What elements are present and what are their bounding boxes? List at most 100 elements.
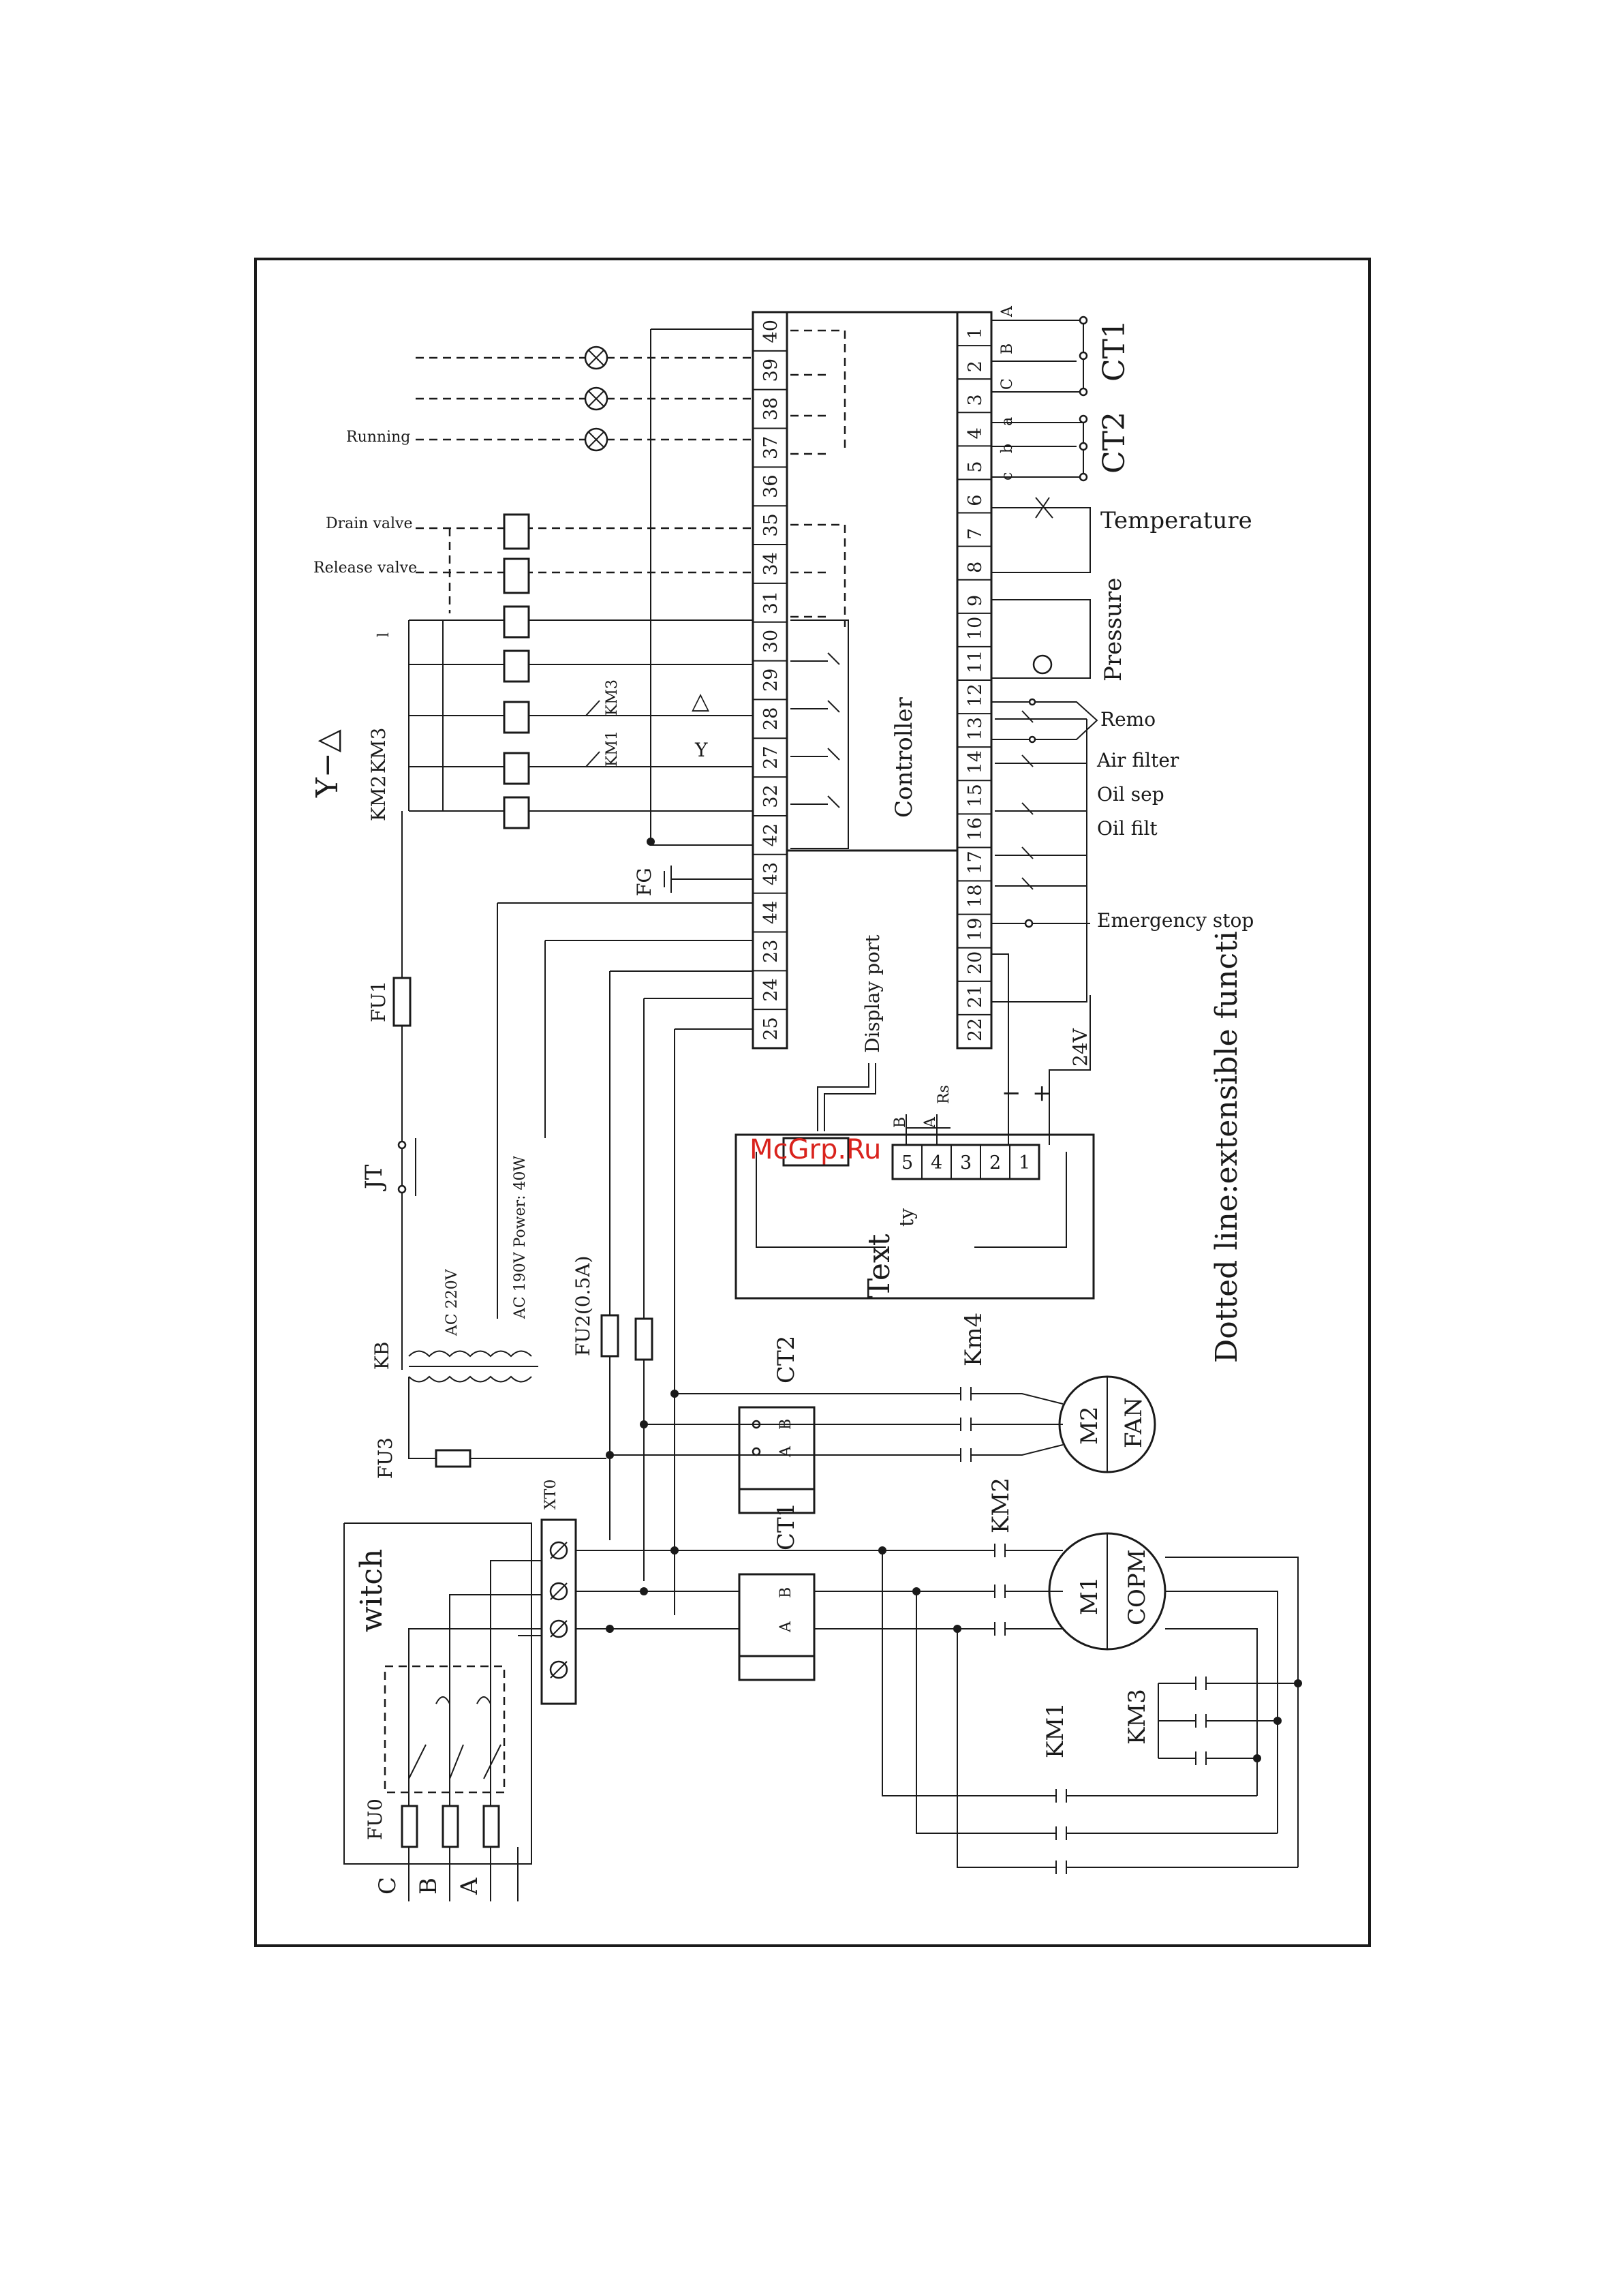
- controller-body: [786, 311, 959, 852]
- km3-interlock-label: KM3: [604, 679, 621, 716]
- ct1-terminal-b: B: [777, 1587, 794, 1598]
- controller-terminal-29: 29: [760, 669, 782, 692]
- km1-km3-contactors: KM1 KM3: [878, 1546, 1302, 1874]
- jt-label: JT: [360, 1164, 388, 1191]
- pressure-label: Pressure: [1100, 578, 1127, 682]
- ct2-input-label: CT2: [1097, 412, 1132, 474]
- km3-coil-label: KM3: [367, 728, 390, 774]
- fu2-fuse: FU2(0.5A): [572, 1256, 653, 1361]
- contactor-coils: [408, 605, 753, 829]
- controller-terminal-19: 19: [965, 918, 986, 941]
- ct2-terminal-a: A: [777, 1445, 794, 1458]
- internal-input-contacts: [995, 710, 1087, 890]
- pressure-sensor: Pressure: [991, 578, 1127, 682]
- controller-terminal-11: 11: [965, 650, 986, 673]
- controller-terminal-38: 38: [760, 397, 782, 420]
- ct1-phase-c: C: [999, 378, 1016, 390]
- phase-c-label: C: [374, 1877, 401, 1895]
- controller-terminal-3: 3: [965, 394, 986, 405]
- phase-b-label: B: [415, 1878, 442, 1895]
- ct1-label: CT1: [773, 1503, 800, 1550]
- controller-terminal-44: 44: [760, 901, 782, 924]
- m2-label: M2: [1076, 1407, 1103, 1445]
- controller-terminal-31: 31: [760, 591, 782, 614]
- controller-terminal-37: 37: [760, 436, 782, 459]
- km2-contacts: KM2: [987, 1478, 1063, 1636]
- fu3-label: FU3: [374, 1437, 397, 1479]
- controller-terminal-5: 5: [965, 461, 986, 472]
- drain-valve-label: Drain valve: [326, 515, 413, 532]
- controller-terminal-43: 43: [760, 862, 782, 885]
- td-fragment: ty: [895, 1208, 918, 1227]
- delta-label: △: [692, 688, 710, 715]
- display-port-cable: [817, 1063, 876, 1131]
- controller-terminal-12: 12: [965, 684, 986, 707]
- copm-label: COPM: [1124, 1549, 1151, 1625]
- controller-terminal-1: 1: [965, 327, 986, 339]
- td-terminal-4: 4: [931, 1152, 942, 1174]
- controller-terminal-15: 15: [965, 784, 986, 807]
- temperature-sensor: Temperature: [991, 497, 1252, 573]
- controller-terminal-32: 32: [760, 784, 782, 808]
- controller-terminal-28: 28: [760, 707, 782, 731]
- km2-main-label: KM2: [987, 1478, 1015, 1533]
- remote-label: Remo: [1100, 708, 1156, 731]
- fg-ground: FG: [633, 866, 753, 896]
- fan-lines: Km4: [606, 1313, 1064, 1462]
- supply-24v: 24V − +: [991, 953, 1092, 1145]
- td-terminal-5: 5: [901, 1152, 913, 1174]
- controller-terminal-42: 42: [760, 823, 782, 846]
- controller-terminal-8: 8: [965, 562, 986, 573]
- m1-label: M1: [1076, 1577, 1103, 1615]
- fragment-label: l: [375, 632, 392, 637]
- xt0-label: XT0: [542, 1480, 559, 1510]
- controller-terminal-30: 30: [760, 630, 782, 653]
- controller-terminal-22: 22: [965, 1018, 986, 1041]
- controller-terminal-34: 34: [760, 552, 782, 575]
- ct1-phase-b: B: [999, 343, 1016, 354]
- diagram-frame: [254, 258, 1371, 1947]
- power-lines: [401, 811, 753, 1615]
- td-label-b: B: [892, 1117, 909, 1128]
- controller-terminal-17: 17: [965, 851, 986, 874]
- td-label-rs: Rs: [936, 1085, 953, 1104]
- controller-terminal-23: 23: [760, 940, 782, 963]
- controller-terminal-18: 18: [965, 884, 986, 907]
- controller-terminal-7: 7: [965, 528, 986, 540]
- controller-terminal-4: 4: [965, 427, 986, 439]
- td-connector: [782, 1137, 850, 1167]
- kb-label: KB: [371, 1342, 393, 1371]
- common-bus: [650, 328, 753, 846]
- controller-terminal-2: 2: [965, 361, 986, 372]
- main-switch-box: witch FU0 C B A: [343, 1522, 542, 1901]
- remote-input: Remo: [991, 698, 1156, 744]
- jt-switch: JT: [360, 1138, 416, 1196]
- oil-sep-label: Oil sep: [1097, 783, 1164, 806]
- internal-relay-contacts: [790, 329, 849, 849]
- supply-minus: −: [1002, 1080, 1021, 1107]
- compressor-motor: M1 COPM: [1048, 1532, 1299, 1867]
- km1-main-label: KM1: [1042, 1702, 1069, 1758]
- td-text-label: Text: [862, 1234, 897, 1298]
- controller-title: Controller: [891, 697, 918, 818]
- switch-label: witch: [354, 1549, 389, 1632]
- controller-terminal-16: 16: [965, 817, 986, 840]
- temperature-label: Temperature: [1100, 507, 1252, 534]
- td-terminal-2: 2: [989, 1152, 1001, 1174]
- controller-terminal-35: 35: [760, 513, 782, 536]
- watermark: McGrp.Ru: [749, 1134, 881, 1165]
- fu1-fuse: FU1: [367, 977, 412, 1027]
- controller-terminal-25: 25: [760, 1017, 782, 1040]
- fu3-fuse: FU3: [374, 1437, 606, 1479]
- y-label: Y: [694, 739, 708, 761]
- ct2-phase-a: a: [999, 417, 1016, 426]
- valve-coils: Drain valve Release valve: [313, 513, 753, 613]
- td-terminal-3: 3: [960, 1152, 972, 1174]
- transformer: KB AC 220V AC 190V Power: 40W: [371, 1155, 538, 1459]
- display-port-label: Display port: [861, 934, 884, 1053]
- supply-24v-label: 24V: [1069, 1028, 1092, 1067]
- km2-coil-label: KM2: [367, 776, 390, 821]
